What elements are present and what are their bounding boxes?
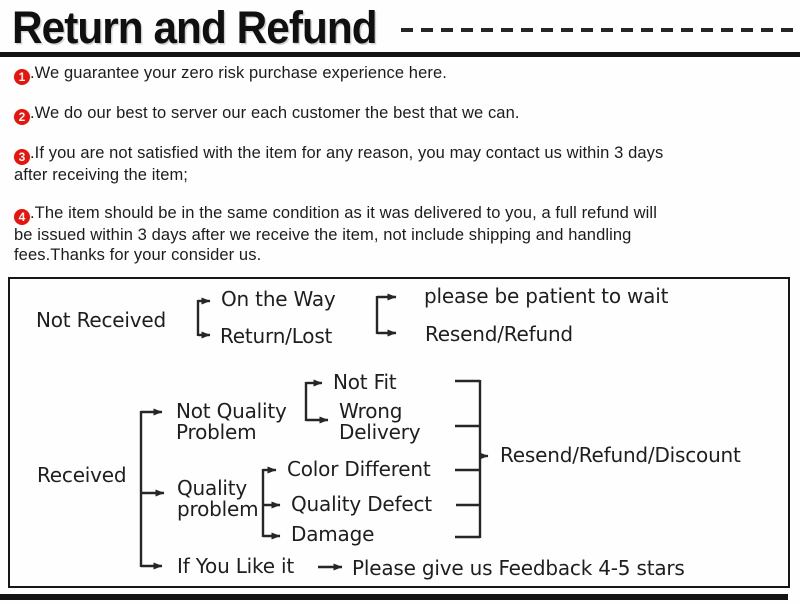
node-color-different: Color Different <box>287 457 431 481</box>
node-received: Received <box>37 463 127 487</box>
policy-item-3: 3.If you are not satisfied with the item… <box>14 143 792 185</box>
node-damage: Damage <box>291 522 375 546</box>
policy-item-4: 4.The item should be in the same conditi… <box>14 203 792 265</box>
policy-item-1: 1.We guarantee your zero risk purchase e… <box>14 63 792 85</box>
policy-text-4: .The item should be in the same conditio… <box>14 204 657 264</box>
node-not-received: Not Received <box>36 308 166 332</box>
node-resend-refund-discount: Resend/Refund/Discount <box>500 443 741 467</box>
flowchart-box <box>8 277 790 588</box>
node-quality-defect: Quality Defect <box>291 492 432 516</box>
node-resend-refund: Resend/Refund <box>425 322 573 346</box>
node-on-the-way: On the Way <box>221 287 336 311</box>
policy-text-1: .We guarantee your zero risk purchase ex… <box>30 64 447 82</box>
policy-item-2: 2.We do our best to server our each cust… <box>14 103 792 125</box>
title-dashed-line <box>401 28 796 32</box>
node-return-lost: Return/Lost <box>220 324 333 348</box>
node-be-patient: please be patient to wait <box>424 284 669 308</box>
node-feedback: Please give us Feedback 4-5 stars <box>352 556 685 580</box>
node-if-you-like: If You Like it <box>177 554 294 578</box>
top-divider-bar <box>0 52 800 57</box>
node-not-quality-problem: Not Quality Problem <box>176 399 287 444</box>
numbered-bullet-2: 2 <box>14 108 30 125</box>
numbered-bullet-4: 4 <box>14 208 30 225</box>
numbered-bullet-3: 3 <box>14 148 30 165</box>
node-wrong-delivery: Wrong Delivery <box>339 399 421 444</box>
node-not-fit: Not Fit <box>333 370 397 394</box>
bottom-divider-bar <box>0 594 788 600</box>
page-title: Return and Refund <box>12 2 378 53</box>
policy-text-3: .If you are not satisfied with the item … <box>14 144 664 184</box>
node-quality-problem: Quality problem <box>177 476 259 521</box>
policy-text-2: .We do our best to server our each custo… <box>30 104 520 122</box>
numbered-bullet-1: 1 <box>14 68 30 85</box>
